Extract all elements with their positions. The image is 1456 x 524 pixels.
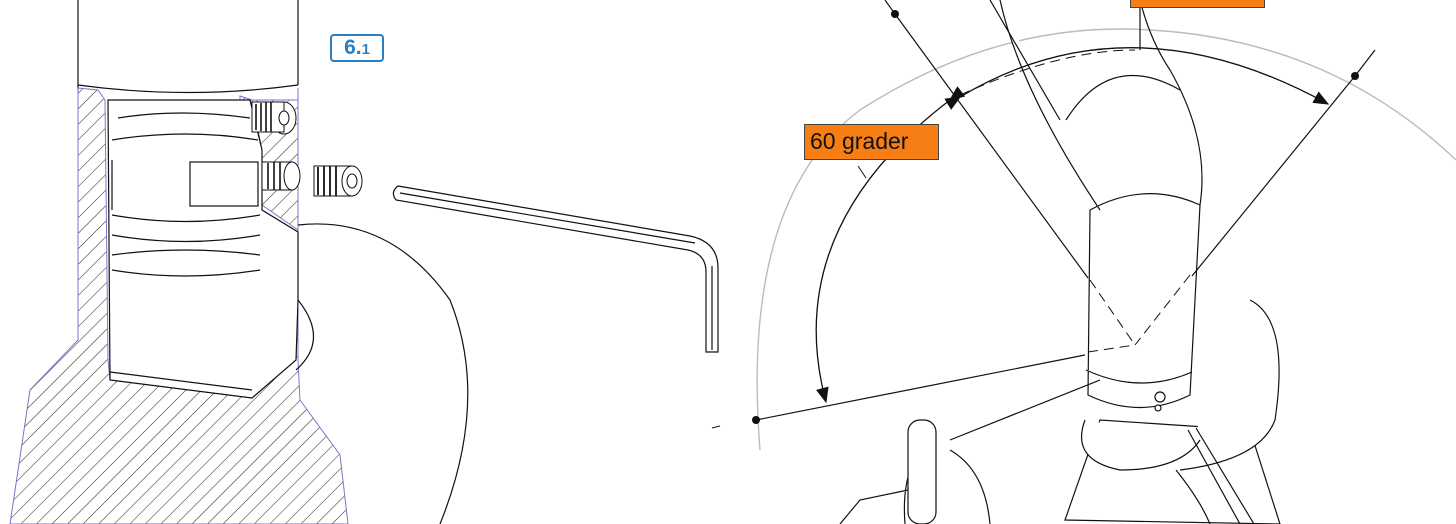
angle-arc-upper — [944, 47, 1330, 110]
angle-diagram — [711, 0, 1456, 524]
step-substep: 1 — [361, 41, 370, 58]
tube-cross-section — [9, 0, 469, 524]
loose-set-screw-icon — [313, 165, 363, 197]
set-screw-icon — [251, 101, 301, 191]
step-number: 6. — [344, 36, 362, 59]
reference-circle — [756, 28, 1456, 451]
angle-label-top — [1130, 0, 1265, 8]
angle-label: 60 grader — [804, 124, 939, 160]
step-number-badge: 6.1 — [330, 34, 384, 62]
allen-key-icon — [392, 185, 719, 353]
